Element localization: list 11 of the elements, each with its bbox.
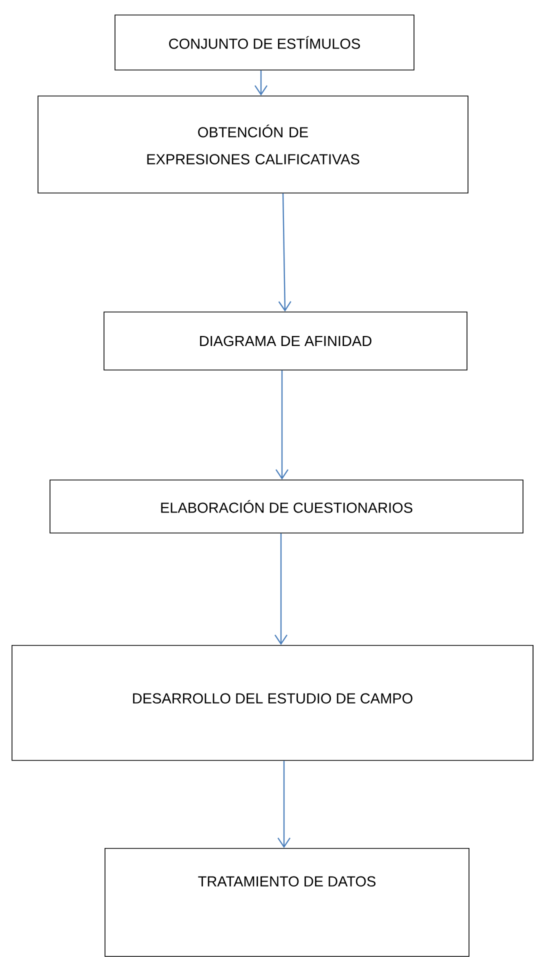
arrow bbox=[276, 370, 288, 480]
arrow bbox=[278, 193, 292, 312]
process-box: TRATAMIENTO DE DATOS bbox=[104, 848, 470, 957]
process-box: DIAGRAMA DE AFINIDAD bbox=[104, 312, 468, 370]
process-box: ELABORACIÓN DE CUESTIONARIOS bbox=[50, 480, 524, 534]
arrow bbox=[274, 533, 288, 645]
process-box: CONJUNTO DE ESTÍMULOS bbox=[114, 14, 414, 70]
process-box: DESARROLLO DEL ESTUDIO DE CAMPO bbox=[12, 645, 534, 761]
arrow bbox=[278, 760, 290, 848]
arrow bbox=[254, 70, 268, 96]
process-box: OBTENCIÓN DE EXPRESIONES CALIFICATIVAS bbox=[38, 96, 468, 194]
